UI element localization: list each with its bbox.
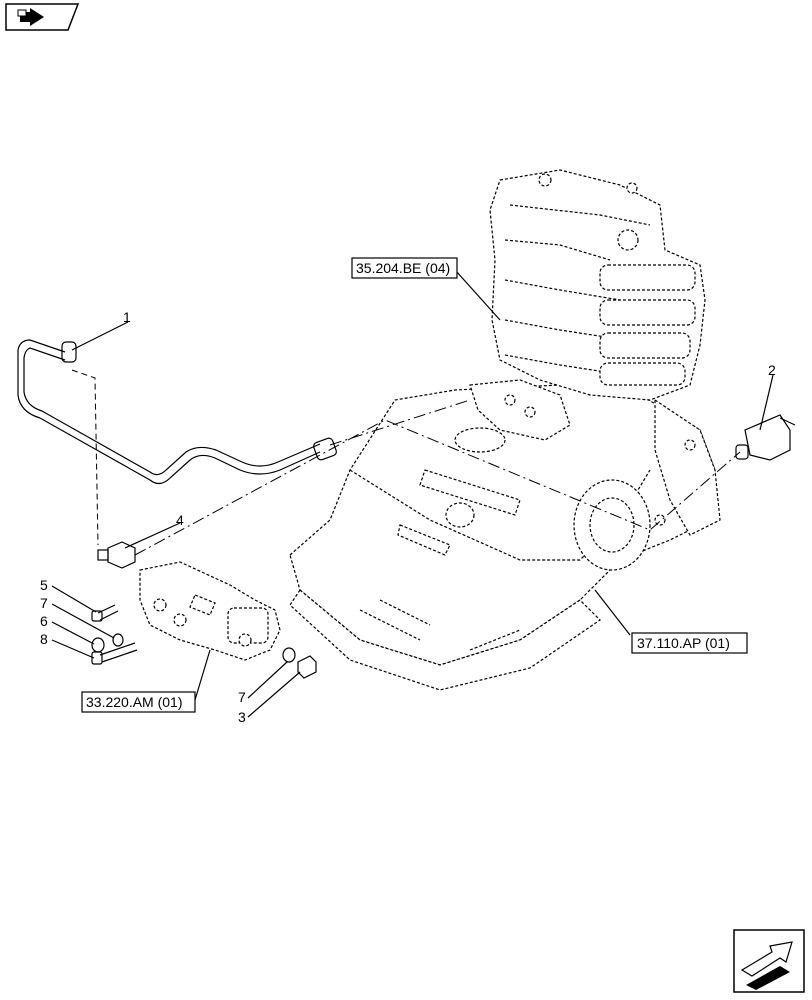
callout-4: 4	[176, 512, 184, 528]
ref-box-37-110-ap[interactable]: 37.110.AP (01)	[631, 632, 748, 654]
callout-6: 6	[40, 613, 48, 629]
washer-7b	[282, 647, 296, 663]
ref-label-37-110-ap: 37.110.AP (01)	[637, 635, 730, 651]
ref-label-35-204-be: 35.204.BE (04)	[356, 260, 450, 276]
sensor-2	[735, 414, 796, 461]
callout-2: 2	[768, 362, 776, 378]
alignment-line-housing	[329, 399, 471, 446]
next-nav-button[interactable]	[733, 929, 805, 993]
callout-7b: 7	[238, 689, 246, 705]
solenoid-valve-assembly	[139, 561, 281, 661]
bolt-8	[91, 642, 138, 665]
callout-8: 8	[40, 631, 48, 647]
arrow-icon	[17, 8, 44, 26]
callout-5: 5	[40, 577, 48, 593]
arrow-icon	[740, 941, 793, 990]
plug-6	[91, 637, 105, 653]
leader-lines	[51, 270, 774, 718]
pipe-assembly	[17, 339, 337, 485]
callout-3: 3	[238, 709, 246, 725]
plug-3	[297, 655, 317, 679]
transmission-housing	[289, 384, 721, 691]
back-nav-button[interactable]	[5, 3, 80, 31]
ref-box-35-204-be[interactable]: 35.204.BE (04)	[351, 257, 458, 279]
callout-7a: 7	[40, 595, 48, 611]
bolt-5	[91, 604, 119, 622]
alignment-line-4	[134, 419, 741, 556]
alignment-line-1	[71, 369, 99, 546]
control-valve-stack	[469, 169, 706, 441]
washer-7	[112, 633, 124, 647]
ref-label-33-220-am: 33.220.AM (01)	[86, 694, 183, 710]
fitting-4	[97, 541, 136, 569]
ref-box-33-220-am[interactable]: 33.220.AM (01)	[81, 691, 196, 713]
callout-1: 1	[123, 309, 131, 325]
